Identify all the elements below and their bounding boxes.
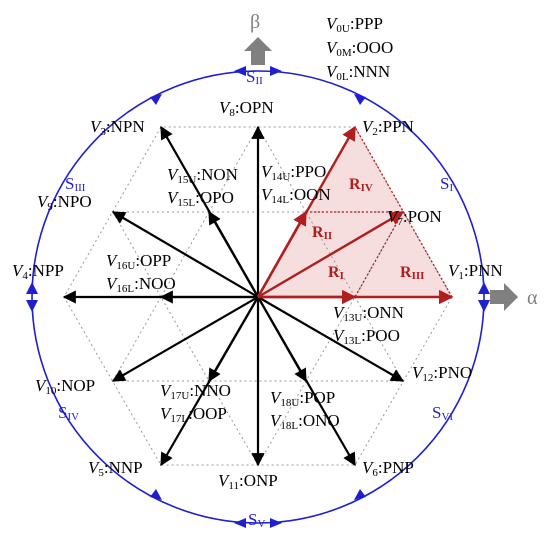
beta-axis-label: β [250,11,260,33]
vector-label-v7: V7:PON [387,207,442,228]
vector-label-v16l: V16L:NOO [106,274,176,295]
legend-row-0l: V0L:NNN [326,62,390,83]
region-label-4: RIV [349,176,373,194]
voltage-vectors [62,125,405,467]
legend-row-0u: V0U:PPP [326,14,383,35]
vector-label-v6: V6:PNP [362,458,414,479]
highlighted-vectors [256,125,454,305]
vector-label-v12: V12:PNO [412,363,472,384]
vector-label-v13u: V13U:ONN [333,303,404,324]
vector-label-v17l: V17L:OOP [160,404,227,425]
vector-label-v14u: V14U:PPO [261,162,326,183]
alpha-axis-label: α [527,287,538,309]
alpha-axis-arrow [490,283,518,311]
vector-label-v18l: V18L:ONO [270,411,340,432]
circle-arrowheads [26,66,490,528]
sector-label-1: SI [440,174,453,194]
sector-label-5: SV [248,510,265,530]
vector-label-v9: V9:NPO [37,192,92,213]
vector-labels: V1:PNN V2:PPN V3:NPN V4:NPP V5:NNP V6:PN… [12,98,503,492]
vector-label-v4: V4:NPP [12,261,64,282]
vector-label-v16u: V16U:OPP [106,251,171,272]
vector-label-v1: V1:PNN [448,261,503,282]
region-label-1: RI [328,264,344,282]
region-label-3: RIII [400,264,424,282]
vector-label-v13l: V13L:POO [333,326,400,347]
vector-label-v5: V5:NNP [88,458,143,479]
sector-label-4: SIV [58,403,79,423]
sector-label-2: SII [246,67,263,87]
sector-label-3: SIII [65,174,86,194]
boundary-circle [31,70,485,524]
vector-label-v2: V2:PPN [362,117,414,138]
vector-label-v15u: V15U:NON [167,165,238,186]
vector-label-v14l: V14L:OON [261,185,331,206]
sector-label-6: SVI [432,403,453,423]
beta-axis-arrow [244,37,272,65]
legend-row-0m: V0M:OOO [326,38,393,59]
vector-label-v11: V11:ONP [218,471,278,492]
vector-label-v15l: V15L:OPO [167,188,234,209]
vector-label-v10: V10:NOP [35,376,95,397]
zero-vector-legend: V0U:PPP V0M:OOO V0L:NNN [326,14,393,83]
vector-label-v8: V8:OPN [219,98,274,119]
region-label-2: RII [312,224,332,242]
vector-label-v17u: V17U:NNO [160,381,231,402]
vector-label-v18u: V18U:POP [270,388,335,409]
vector-label-v3: V3:NPN [90,117,145,138]
